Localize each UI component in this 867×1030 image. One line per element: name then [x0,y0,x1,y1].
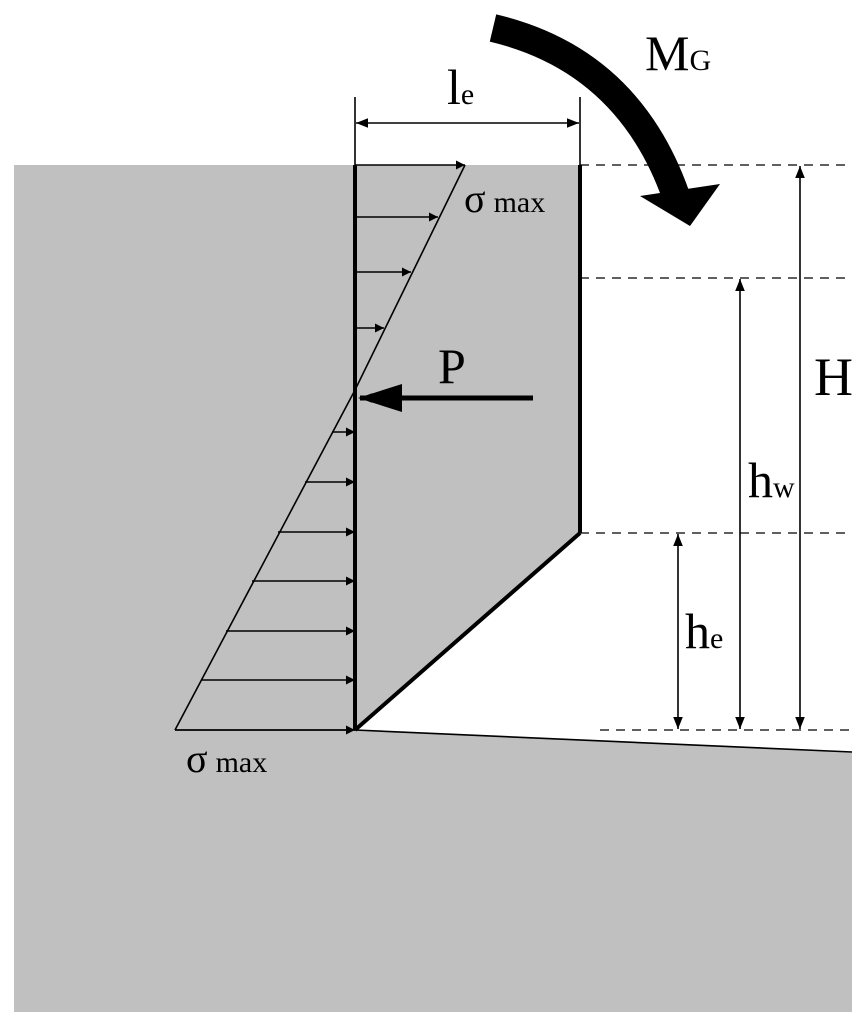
embed-length-label: le [447,59,474,115]
total-height-label: H [814,347,853,407]
force-label: P [438,338,466,394]
wall-inclined-base [353,531,582,732]
moment-arrow [489,14,720,226]
force-p-arrowhead [358,384,402,412]
stress-envelope-lower [174,389,356,731]
wall-body [355,165,580,730]
ground-surface-line [354,729,853,753]
stress-distribution [174,160,466,735]
water-height-label: hw [748,452,795,508]
embed-height-label: he [685,603,723,659]
soil-region [14,165,852,1012]
stress-envelope-upper [354,164,466,391]
moment-label: MG [645,25,711,81]
